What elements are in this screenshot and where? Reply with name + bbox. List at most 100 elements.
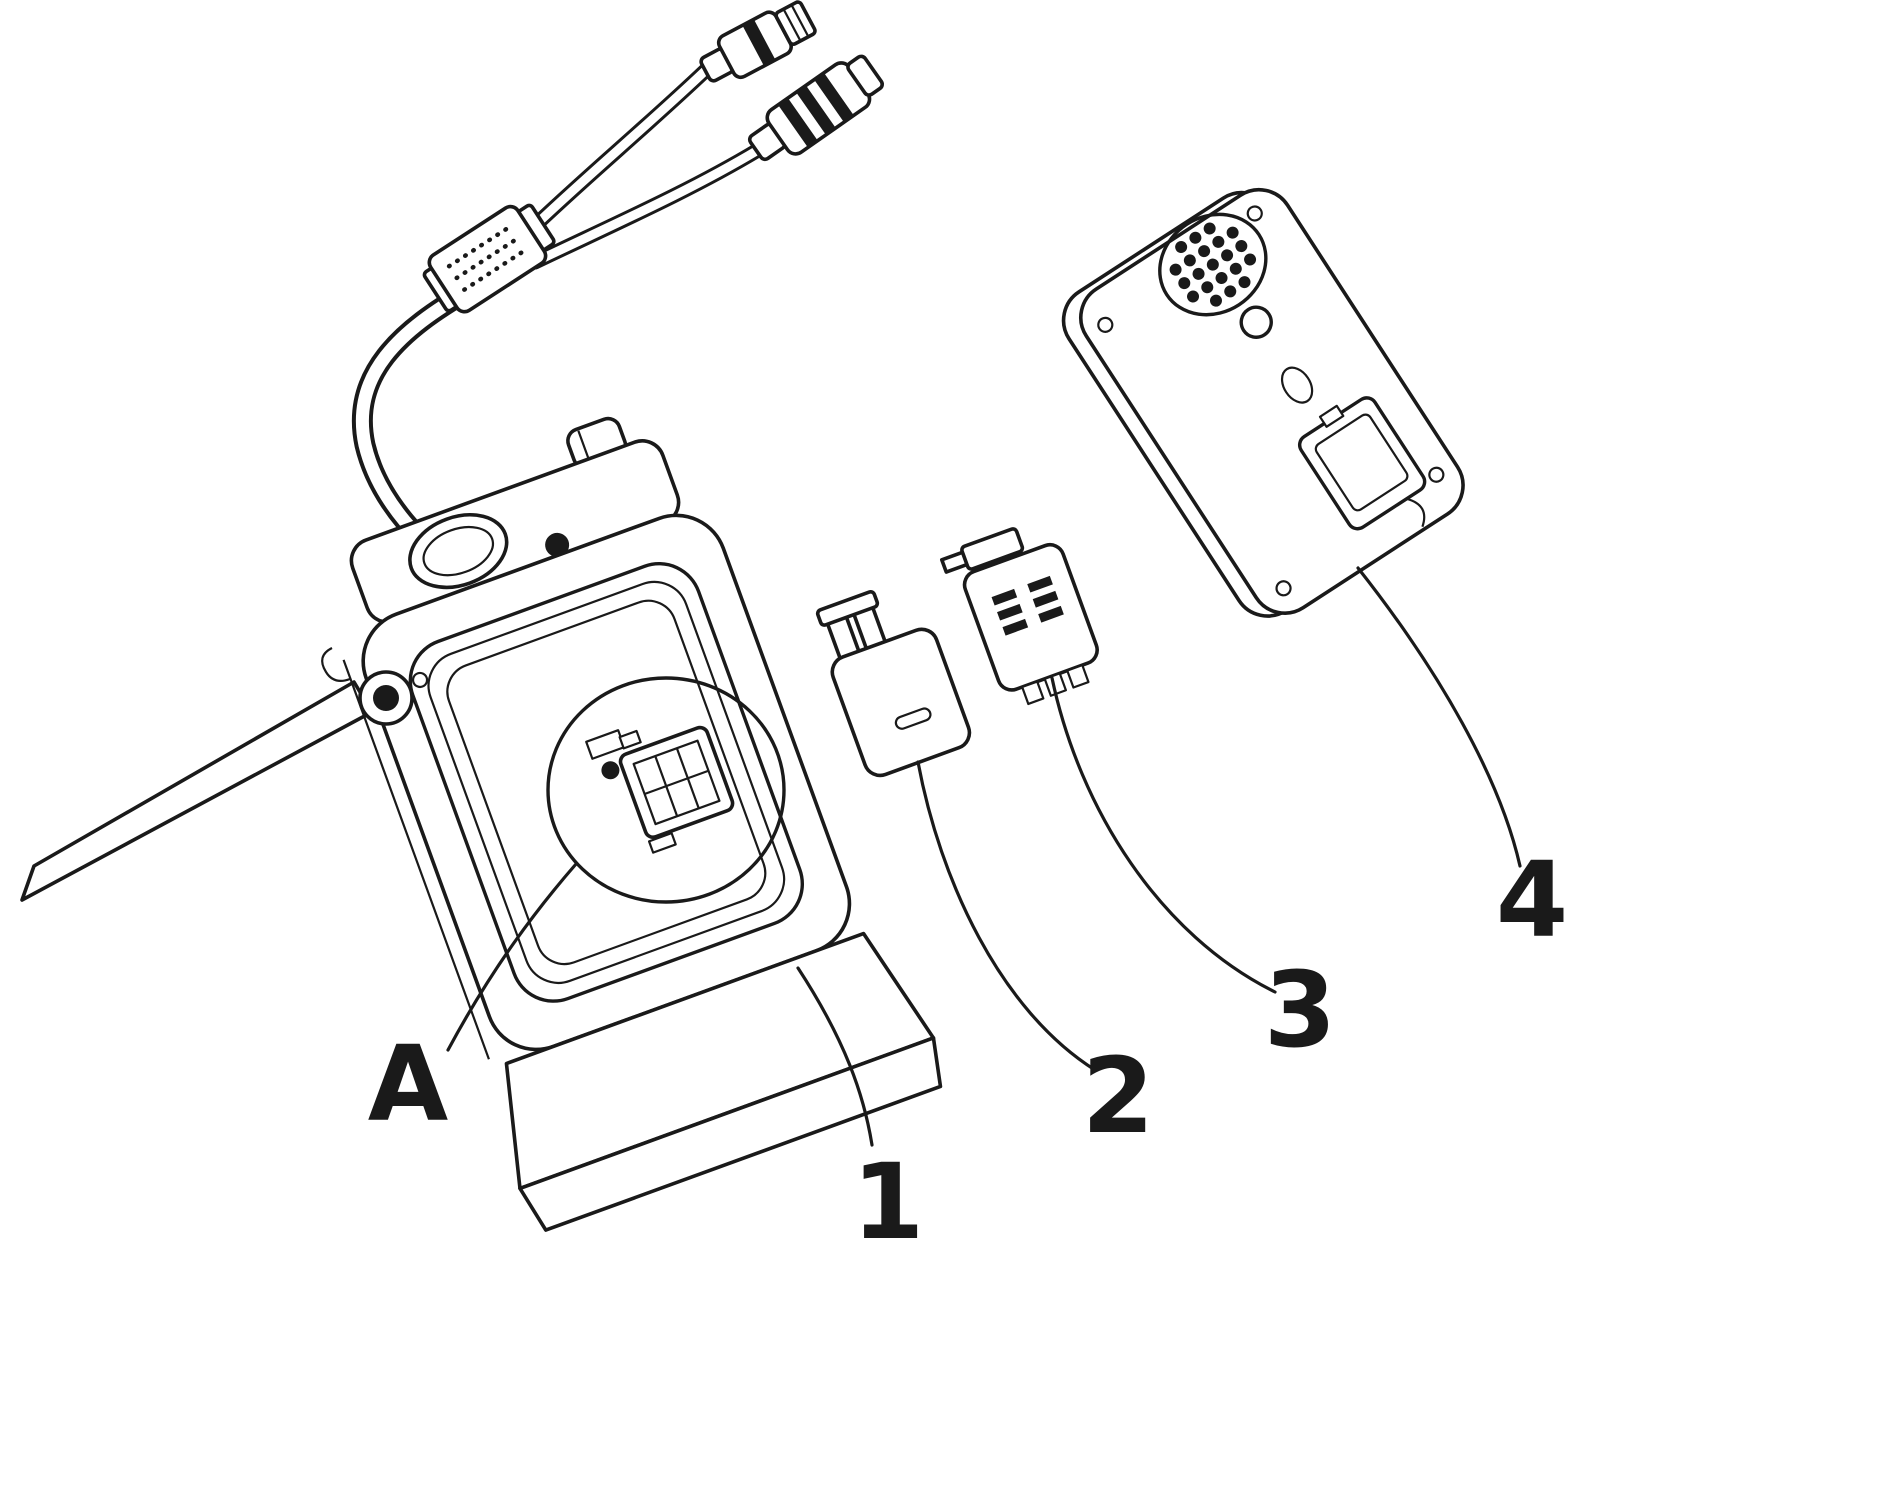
label-part-4: 4: [1496, 839, 1568, 961]
grille-dot: [1238, 276, 1251, 289]
plate-screw-hole: [1246, 205, 1263, 222]
bezel-ring-mid: [427, 580, 786, 984]
plate-screw-hole: [1428, 466, 1445, 483]
grille-outline: [1158, 212, 1268, 317]
antenna-pivot: [358, 670, 414, 726]
module3-tab: [960, 527, 1025, 571]
module2-crossbar: [815, 589, 880, 627]
grille-dot: [1198, 245, 1211, 258]
grille-dot: [1221, 249, 1234, 262]
label-part-1: 1: [852, 1141, 924, 1263]
cable-junction-block: [422, 203, 556, 314]
side-edge-line: [342, 659, 490, 1060]
grille-dot: [1189, 231, 1202, 244]
module3-pin: [1066, 664, 1090, 689]
cable-plug-upper: [699, 0, 817, 83]
hood-opening-edge: [566, 1092, 921, 1224]
hood-rim: [518, 1036, 943, 1232]
grille-dot: [1215, 271, 1228, 284]
plug1-tip-stripe: [782, 8, 802, 42]
junction-texture-row: [446, 224, 512, 269]
plate-oval-hole: [1280, 366, 1314, 404]
connector-module-3: [940, 527, 1099, 706]
cap-oval-port-inner: [422, 525, 495, 577]
cable-1-core: [517, 65, 711, 243]
plate-screw-hole: [1097, 316, 1114, 333]
plug2-ridge: [778, 98, 818, 148]
grille-dot: [1209, 294, 1222, 307]
port-bracket-step: [618, 729, 642, 750]
module2-body: [830, 627, 972, 778]
grille-dot: [1229, 262, 1242, 275]
reference-labels: A 1 2 3 4: [368, 839, 1568, 1263]
grille-dot: [1178, 277, 1191, 290]
speaker-grille: [1158, 212, 1268, 317]
cutout-hook: [1406, 497, 1426, 528]
grille-dot: [1201, 281, 1214, 294]
leader-line-a: [446, 862, 578, 1052]
plug1-band: [742, 19, 776, 67]
grille-dot: [1183, 254, 1196, 267]
plug2-ridge: [796, 85, 836, 135]
port-cluster: [585, 725, 735, 854]
label-part-3: 3: [1264, 949, 1336, 1071]
module3-pin-slot: [1002, 618, 1029, 636]
antenna-rod: [20, 680, 374, 902]
cutout-latch: [1318, 404, 1345, 428]
module2-slot: [894, 707, 932, 730]
plate-small-hole: [1239, 305, 1273, 339]
leader-line-4: [1356, 566, 1522, 868]
grille-dot: [1244, 253, 1257, 266]
grille-dot: [1175, 240, 1188, 253]
grille-dot: [1169, 263, 1182, 276]
grille-dot: [1224, 285, 1237, 298]
connector-module-2: [815, 589, 972, 778]
cable-plug-lower: [747, 54, 885, 162]
module3-pin-slot: [1032, 590, 1059, 608]
leader-line-1: [796, 966, 874, 1147]
grille-dot: [1187, 290, 1200, 303]
module3-pin-slot: [1027, 575, 1053, 593]
module3-pin: [1021, 680, 1045, 706]
plug2-tip: [846, 54, 885, 97]
detail-circle-a: [546, 676, 786, 904]
leader-line-2: [916, 760, 1097, 1072]
grille-dot: [1206, 258, 1219, 271]
bezel-ring-inner: [446, 599, 767, 966]
antenna: [20, 647, 374, 902]
cap-dot: [545, 532, 570, 557]
pivot-inner: [373, 685, 399, 711]
label-detail-a: A: [368, 1023, 449, 1145]
face-screw: [411, 671, 429, 689]
grille-dot: [1203, 222, 1216, 235]
rear-cover-plate: [1061, 187, 1465, 618]
grille-dot: [1212, 235, 1225, 248]
cable-assembly: [351, 0, 885, 599]
antenna-clip: [321, 647, 351, 682]
junction-texture-row: [462, 248, 527, 292]
leader-lines: [446, 566, 1522, 1147]
plug2-ridge: [814, 72, 854, 123]
module3-pin-slot: [1038, 605, 1064, 623]
port-grid-line: [644, 769, 709, 796]
junction-texture-row: [454, 236, 520, 281]
grille-dot: [1192, 267, 1205, 280]
port-foot: [647, 832, 677, 854]
plate-screw-hole: [1275, 580, 1292, 597]
label-part-2: 2: [1082, 1035, 1154, 1157]
cutout-inner: [1314, 413, 1409, 512]
plug1-tip-stripe: [790, 4, 810, 38]
junction-body: [427, 204, 548, 314]
cap-oval-port: [408, 513, 509, 590]
main-unit: [342, 416, 943, 1232]
module3-pin-slot: [991, 588, 1018, 606]
cable-2-core: [530, 145, 763, 267]
plate-connector-cutout: [1297, 396, 1427, 531]
grille-dot: [1235, 240, 1248, 253]
port-dot: [601, 761, 620, 780]
leader-line-3: [1050, 676, 1277, 994]
module3-pin: [1043, 672, 1068, 697]
bezel-ring-outer: [408, 562, 805, 1003]
